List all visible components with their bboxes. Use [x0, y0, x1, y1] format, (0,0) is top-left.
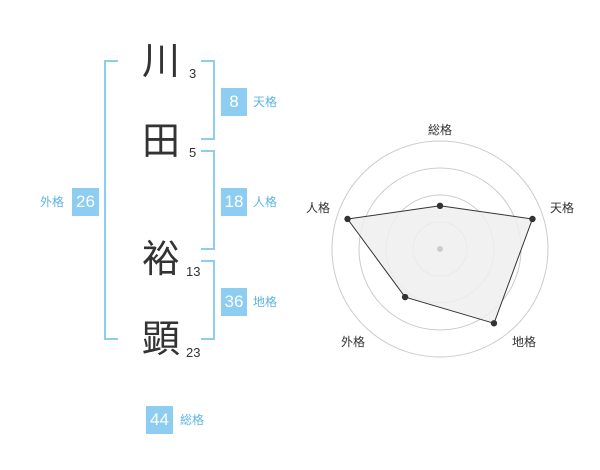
stroke-count-4: 23	[186, 345, 201, 360]
radar-ring	[412, 221, 468, 277]
radar-rings	[331, 140, 549, 358]
axis-label-gaikaku: 外格	[341, 334, 365, 349]
soukaku-value: 44	[146, 406, 173, 434]
gaikaku-bracket	[104, 60, 118, 340]
stroke-count-1: 3	[189, 66, 197, 81]
radar-point	[436, 202, 444, 209]
stroke-count-2: 5	[189, 145, 197, 160]
name-char-3: 裕	[142, 237, 181, 281]
radar-center-dot	[437, 246, 443, 252]
jinkaku-bracket	[201, 150, 215, 250]
axis-label-tenkaku: 天格	[550, 200, 574, 215]
chikaku-bracket	[201, 260, 215, 340]
name-char-4: 顕	[142, 317, 181, 361]
axis-label-soukaku: 総格	[428, 122, 452, 137]
radar-point	[401, 293, 409, 301]
radar-ring	[358, 167, 522, 331]
chikaku-label: 地格	[253, 295, 278, 309]
radar-points	[344, 202, 536, 327]
stroke-count-3: 13	[186, 264, 201, 279]
soukaku-label: 総格	[180, 413, 205, 427]
gaikaku-value: 26	[72, 188, 99, 216]
radar-ring	[385, 194, 495, 304]
tenkaku-bracket	[201, 60, 215, 140]
radar-ring	[331, 140, 549, 358]
jinkaku-value: 18	[221, 188, 247, 216]
radar-polygon	[346, 205, 534, 324]
name-char-2: 田	[142, 119, 181, 163]
tenkaku-value: 8	[221, 88, 247, 116]
radar-point	[529, 215, 536, 223]
radar-point	[344, 215, 351, 223]
axis-label-jinkaku: 人格	[306, 200, 330, 215]
axis-label-chikaku: 地格	[512, 334, 536, 349]
gaikaku-label: 外格	[40, 195, 65, 209]
name-char-1: 川	[142, 39, 181, 83]
tenkaku-label: 天格	[253, 95, 278, 109]
chikaku-value: 36	[221, 288, 247, 316]
jinkaku-label: 人格	[253, 195, 278, 209]
radar-point	[490, 320, 498, 327]
